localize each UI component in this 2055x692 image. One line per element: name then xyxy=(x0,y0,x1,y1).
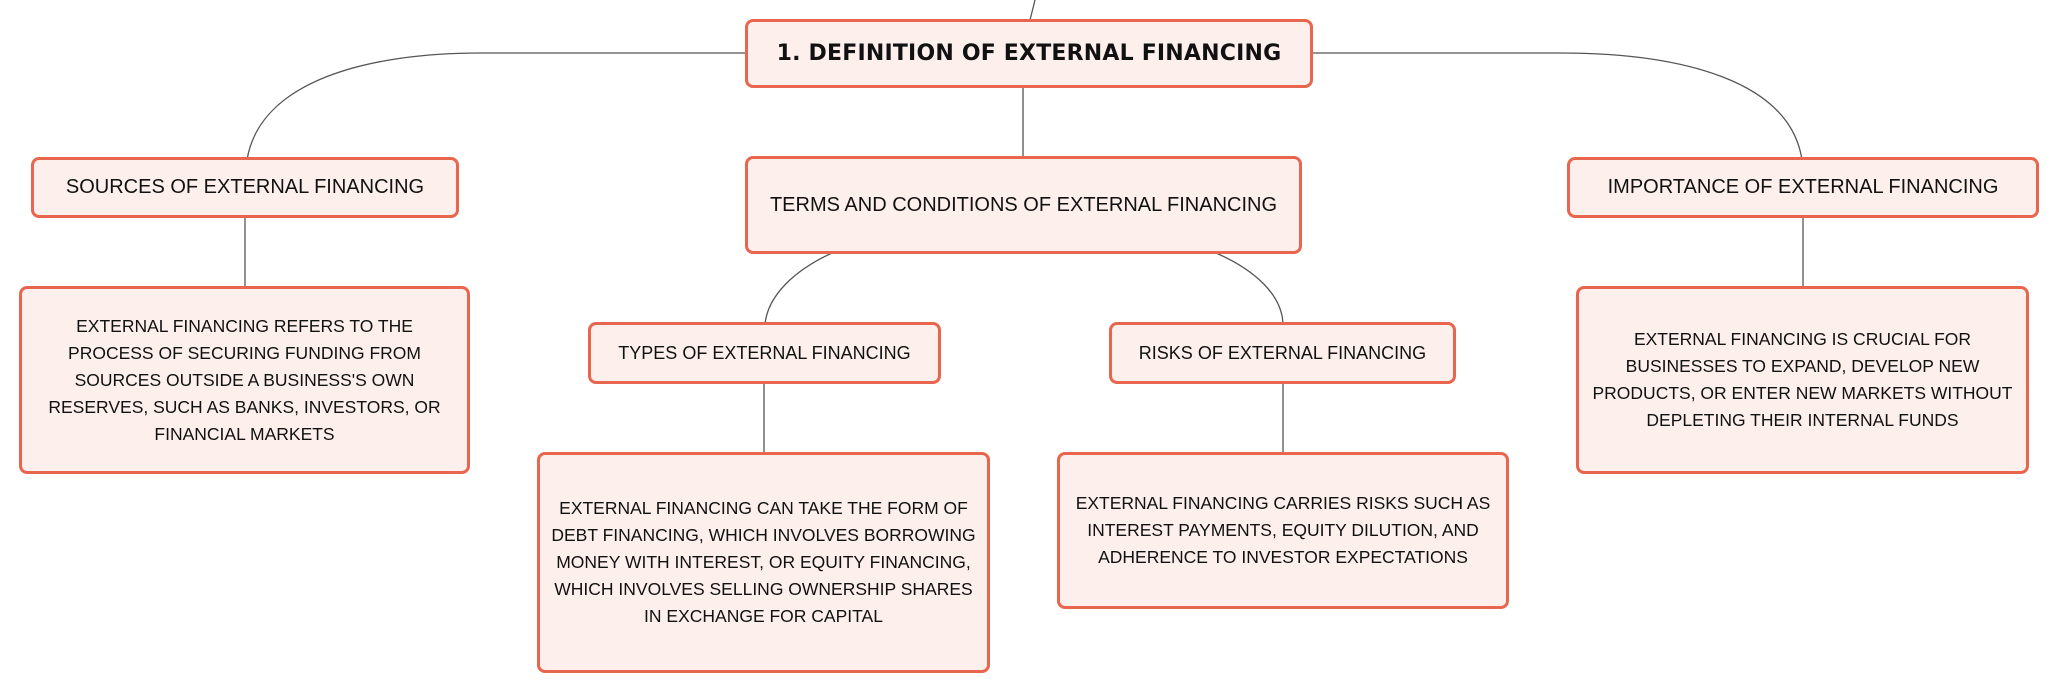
importance-detail-node[interactable]: EXTERNAL FINANCING IS CRUCIAL FOR BUSINE… xyxy=(1576,286,2029,474)
sources-detail-text: EXTERNAL FINANCING REFERS TO THE PROCESS… xyxy=(48,315,441,444)
risks-node-label: RISKS OF EXTERNAL FINANCING xyxy=(1138,342,1427,363)
types-node[interactable]: TYPES OF EXTERNAL FINANCING xyxy=(588,322,941,384)
connector-terms-to-types xyxy=(764,252,833,325)
root-node-label: 1. DEFINITION OF EXTERNAL FINANCING xyxy=(776,41,1282,66)
importance-node-label: IMPORTANCE OF EXTERNAL FINANCING xyxy=(1607,176,1999,198)
types-node-label: TYPES OF EXTERNAL FINANCING xyxy=(618,342,911,363)
connector-parent-to-root xyxy=(1029,0,1036,21)
importance-detail-text: EXTERNAL FINANCING IS CRUCIAL FOR BUSINE… xyxy=(1592,329,2013,430)
risks-detail-node[interactable]: EXTERNAL FINANCING CARRIES RISKS SUCH AS… xyxy=(1057,452,1509,609)
connector-root-to-importance xyxy=(1312,52,1803,161)
connector-terms-to-risks xyxy=(1215,252,1284,325)
sources-node-label: SOURCES OF EXTERNAL FINANCING xyxy=(65,176,425,198)
terms-node-label: TERMS AND CONDITIONS OF EXTERNAL FINANCI… xyxy=(769,193,1278,216)
risks-node[interactable]: RISKS OF EXTERNAL FINANCING xyxy=(1109,322,1456,384)
sources-node[interactable]: SOURCES OF EXTERNAL FINANCING xyxy=(31,157,459,218)
terms-node[interactable]: TERMS AND CONDITIONS OF EXTERNAL FINANCI… xyxy=(745,156,1302,254)
connector-root-to-sources xyxy=(246,52,745,161)
types-detail-text: EXTERNAL FINANCING CAN TAKE THE FORM OF … xyxy=(551,498,976,626)
risks-detail-text: EXTERNAL FINANCING CARRIES RISKS SUCH AS… xyxy=(1075,493,1491,567)
sources-detail-node[interactable]: EXTERNAL FINANCING REFERS TO THE PROCESS… xyxy=(19,286,470,474)
types-detail-node[interactable]: EXTERNAL FINANCING CAN TAKE THE FORM OF … xyxy=(537,452,990,673)
importance-node[interactable]: IMPORTANCE OF EXTERNAL FINANCING xyxy=(1567,157,2039,218)
root-node[interactable]: 1. DEFINITION OF EXTERNAL FINANCING xyxy=(745,19,1313,88)
